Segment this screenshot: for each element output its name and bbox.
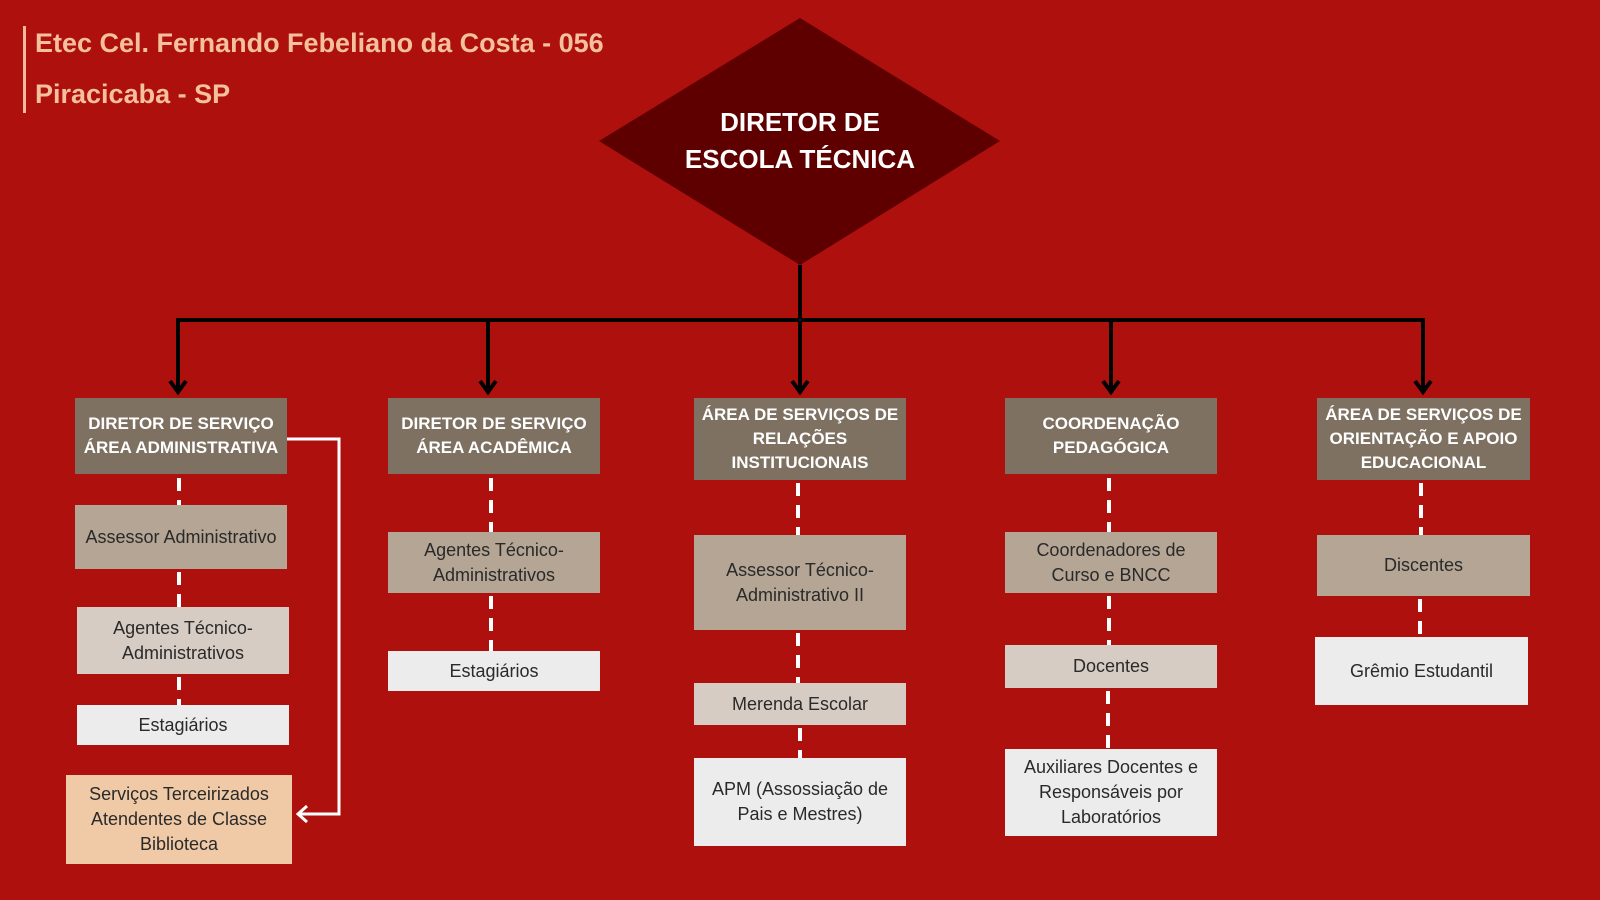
root-line2: ESCOLA TÉCNICA xyxy=(684,144,916,174)
node-auxiliares-docentes: Auxiliares Docentes e Responsáveis por L… xyxy=(1005,749,1217,836)
city-name: Piracicaba - SP xyxy=(35,79,231,109)
node-apm: APM (Assossiação de Pais e Mestres) xyxy=(694,758,906,846)
arrow-col3 xyxy=(790,320,810,396)
school-name: Etec Cel. Fernando Febeliano da Costa - … xyxy=(35,28,604,58)
arrow-col5 xyxy=(1413,320,1433,396)
node-gremio-estudantil: Grêmio Estudantil xyxy=(1315,637,1528,705)
node-pedagogical-coordination: COORDENAÇÃO PEDAGÓGICA xyxy=(1005,398,1217,474)
title-accent-bar xyxy=(23,26,26,113)
node-admin-agentes: Agentes Técnico-Administrativos xyxy=(77,607,289,674)
node-educational-support: ÁREA DE SERVIÇOS DE ORIENTAÇÃO E APOIO E… xyxy=(1317,398,1530,480)
arrow-col1 xyxy=(168,320,188,396)
node-merenda-escolar: Merenda Escolar xyxy=(694,683,906,725)
node-assessor-tecnico-ii: Assessor Técnico-Administrativo II xyxy=(694,535,906,630)
node-academic-estagiarios: Estagiários xyxy=(388,651,600,691)
node-docentes: Docentes xyxy=(1005,645,1217,688)
node-admin-director: DIRETOR DE SERVIÇO ÁREA ADMINISTRATIVA xyxy=(75,398,287,474)
root-diamond xyxy=(599,18,1000,265)
node-academic-agentes: Agentes Técnico-Administrativos xyxy=(388,532,600,593)
arrow-col2 xyxy=(478,320,498,396)
root-node: DIRETOR DE ESCOLA TÉCNICA xyxy=(600,104,1000,178)
admin-to-outsourced-arrow xyxy=(287,437,341,824)
arrow-col4 xyxy=(1101,320,1121,396)
node-discentes: Discentes xyxy=(1317,535,1530,596)
node-outsourced-services: Serviços Terceirizados Atendentes de Cla… xyxy=(66,775,292,864)
node-course-coordinators: Coordenadores de Curso e BNCC xyxy=(1005,532,1217,593)
node-academic-director: DIRETOR DE SERVIÇO ÁREA ACADÊMICA xyxy=(388,398,600,474)
node-institutional-relations: ÁREA DE SERVIÇOS DE RELAÇÕES INSTITUCION… xyxy=(694,398,906,480)
node-admin-estagiarios: Estagiários xyxy=(77,705,289,745)
root-line1: DIRETOR DE xyxy=(720,107,880,137)
node-admin-assessor: Assessor Administrativo xyxy=(75,505,287,569)
